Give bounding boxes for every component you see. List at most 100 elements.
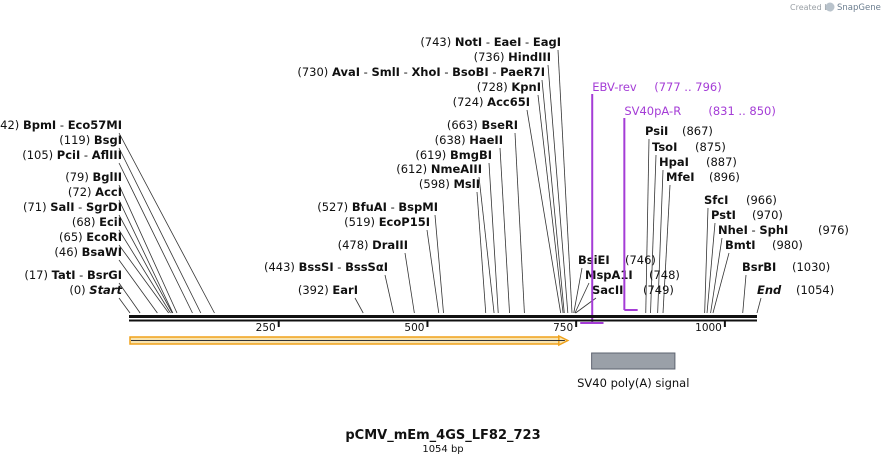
enzyme-name: PaeR7I	[500, 65, 545, 79]
site-start: (0) Start	[69, 283, 122, 297]
primer-range: (777 .. 796)	[654, 80, 722, 94]
credit-prefix: Created by	[790, 3, 834, 12]
leader-line	[756, 297, 762, 314]
site-position: (1030)	[792, 260, 830, 274]
site-position: (736)	[474, 50, 505, 64]
primer-name: EBV-rev	[592, 80, 637, 94]
site-position: (976)	[818, 223, 849, 237]
enzyme-name: MspA1I	[585, 268, 633, 282]
site-label: (71) SalI - SgrDI	[23, 200, 122, 214]
site-label: (736) HindIII	[474, 50, 551, 64]
site-position: (724)	[453, 95, 484, 109]
site-position: (1054)	[796, 283, 834, 297]
site-label: (17) TatI - BsrGI	[24, 268, 122, 282]
site-end: End (1054)	[757, 283, 834, 297]
site-label: SfcI	[704, 193, 728, 207]
ruler-tick-label: 1000	[695, 322, 722, 334]
site-acc65i: (724) Acc65I	[453, 95, 530, 109]
site-bmgbi: (619) BmgBI	[415, 148, 492, 162]
site-nhei-sphi: NheI - SphI(976)	[718, 223, 849, 237]
site-position: (478)	[338, 238, 369, 252]
site-label: (527) BfuAI - BspMI	[317, 200, 438, 214]
enzyme-name: PciI	[57, 148, 80, 162]
site-position: (875)	[695, 140, 726, 154]
leader-line	[118, 147, 202, 314]
enzyme-name: AvaI	[332, 65, 360, 79]
site-position: (519)	[344, 215, 375, 229]
site-leader-lines	[118, 49, 762, 314]
leader-line	[742, 274, 747, 314]
leader-line	[488, 162, 499, 314]
enzyme-name: BsrGI	[87, 268, 122, 282]
feature-label: SV40 poly(A) signal	[577, 376, 689, 390]
enzyme-name: BssSI	[299, 260, 334, 274]
enzyme-name: BsgI	[94, 133, 122, 147]
site-pcii-afliii: (105) PciI - AflIII	[22, 148, 122, 162]
site-label: (72) AccI	[68, 185, 122, 199]
site-msli: (598) MslI	[419, 177, 480, 191]
site-position: (443)	[264, 260, 295, 274]
site-position: (598)	[419, 177, 450, 191]
site-bfuai-bspmi: (527) BfuAI - BspMI	[317, 200, 438, 214]
leader-line	[118, 244, 169, 314]
site-sali-sgrdi: (71) SalI - SgrDI	[23, 200, 122, 214]
leader-line	[434, 214, 444, 314]
enzyme-name: BsrBI	[742, 260, 776, 274]
site-label: PstI	[711, 208, 736, 222]
site-label: SacII	[592, 283, 623, 297]
enzyme-name: BmtI	[725, 238, 756, 252]
site-position: (966)	[746, 193, 777, 207]
site-position: (612)	[396, 162, 427, 176]
site-bsrbi: BsrBI (1030)	[742, 260, 830, 274]
enzyme-name: EarI	[332, 283, 358, 297]
site-nmeaiii: (612) NmeAIII	[396, 162, 482, 176]
enzyme-name: BspMI	[398, 200, 438, 214]
leader-line	[118, 214, 173, 314]
enzyme-name: SphI	[759, 223, 788, 237]
site-position: (887)	[706, 155, 737, 169]
site-label: (728) KpnI	[477, 80, 541, 94]
site-label: (46) BsaWI	[54, 245, 122, 259]
enzyme-name: EciI	[99, 215, 122, 229]
leader-line	[118, 132, 215, 314]
leader-line	[712, 252, 730, 314]
leader-line	[710, 237, 723, 314]
enzyme-name: SmlI	[371, 65, 400, 79]
site-position: (619)	[415, 148, 446, 162]
enzyme-name: SalI	[50, 200, 74, 214]
snapgene-logo-icon	[825, 2, 835, 12]
enzyme-name: XhoI	[411, 65, 440, 79]
enzyme-name: KpnI	[511, 80, 541, 94]
site-hindiii: (736) HindIII	[474, 50, 551, 64]
site-position: (728)	[477, 80, 508, 94]
site-haeii: (638) HaeII	[435, 133, 503, 147]
site-label: (619) BmgBI	[415, 148, 492, 162]
leader-line	[118, 184, 178, 314]
enzyme-name: PsiI	[645, 124, 668, 138]
feature-orf-arrow	[129, 334, 570, 347]
leader-line	[514, 132, 525, 314]
leader-line	[547, 64, 569, 314]
site-position: (46)	[54, 245, 78, 259]
site-bsawi: (46) BsaWI	[54, 245, 122, 259]
site-labels: (0) Start(17) TatI - BsrGI (46) BsaWI(65)…	[0, 35, 849, 297]
ruler-tick-label: 500	[404, 322, 424, 334]
leader-line	[650, 154, 657, 314]
site-bsssi-bsss-i: (443) BssSI - BssSαI	[264, 260, 388, 274]
enzyme-name: End	[757, 283, 782, 297]
enzyme-name: NotI	[455, 35, 482, 49]
enzyme-name: Eco57MI	[68, 118, 122, 132]
leader-line	[574, 282, 590, 314]
site-label: (65) EcoRI	[59, 230, 122, 244]
site-draiii: (478) DraIII	[338, 238, 408, 252]
site-label: (519) EcoP15I	[344, 215, 430, 229]
site-position: (105)	[22, 148, 53, 162]
primer-name: SV40pA-R	[624, 104, 681, 118]
leader-line	[499, 147, 510, 314]
site-label: (79) BglII	[65, 170, 122, 184]
enzyme-name: BpmI	[23, 118, 56, 132]
site-position: (730)	[297, 65, 328, 79]
site-position: (867)	[682, 124, 713, 138]
